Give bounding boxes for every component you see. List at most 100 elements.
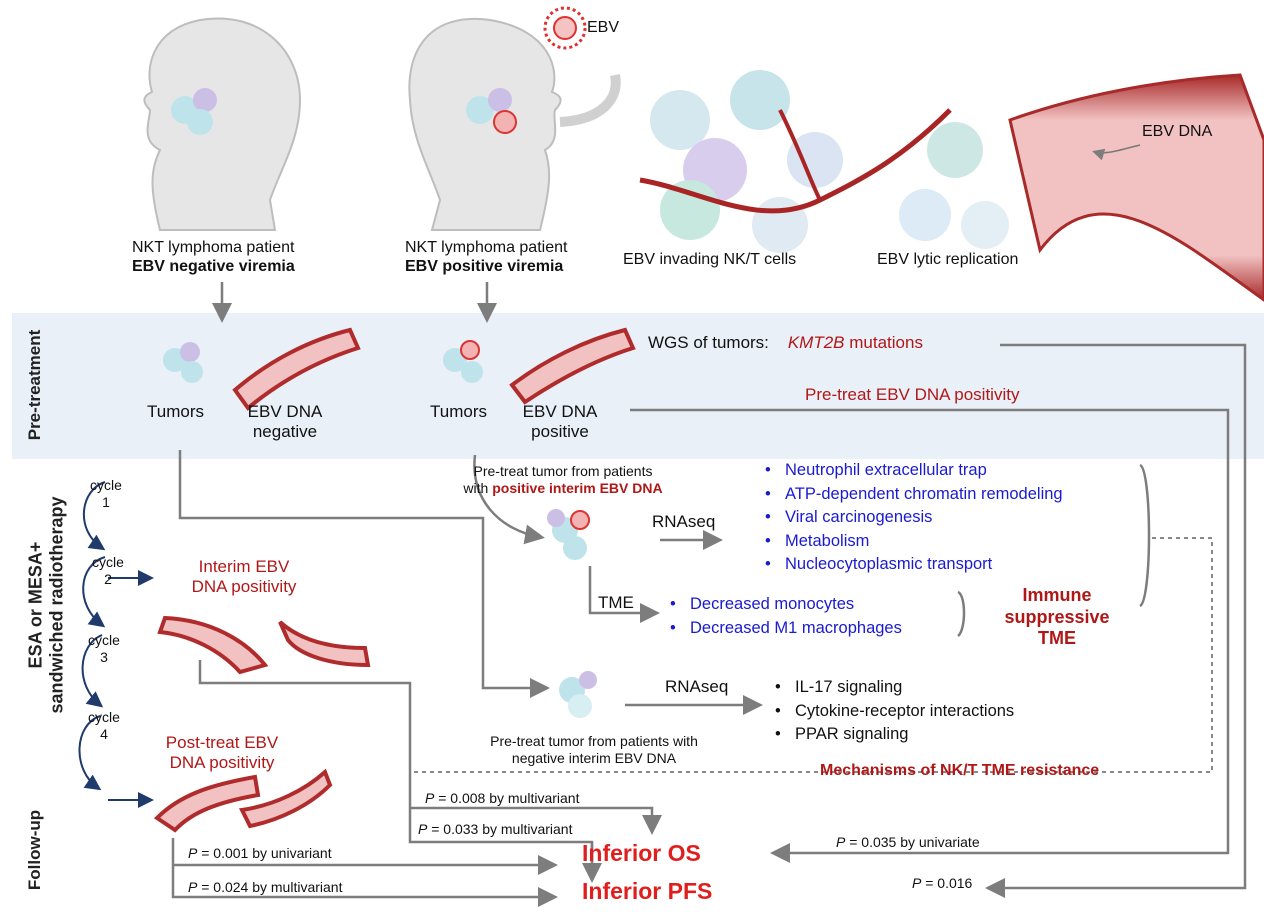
pretreat-positivity: Pre-treat EBV DNA positivity <box>805 385 1020 404</box>
ebv-virus-icon <box>543 6 587 50</box>
p-symbol: P <box>912 875 922 891</box>
patient-label: NKT lymphoma patient <box>132 239 295 256</box>
phase-followup: Follow-up <box>25 809 45 891</box>
ebv-dna-pointer <box>1092 144 1141 161</box>
pathway-item: Nucleocytoplasmic transport <box>765 553 1063 577</box>
stat-pfs-kmt2b: P = 0.016 <box>912 875 972 892</box>
cycle-label: cycle <box>90 477 122 493</box>
pathway-item: Viral carcinogenesis <box>765 506 1063 530</box>
nkt-cells-illustration <box>639 70 1009 253</box>
tumors-positive: Tumors <box>430 402 487 421</box>
posttreat-line2: DNA positivity <box>169 753 275 773</box>
caption-line2: negative interim EBV DNA <box>511 749 677 766</box>
treatment-line1: ESA or MESA+ <box>25 541 46 669</box>
stat-os-interim: P = 0.008 by multivariant <box>425 790 579 807</box>
gene-name: KMT2B <box>787 333 845 352</box>
dna-label: EBV DNA <box>247 402 323 421</box>
cycle-arrows <box>78 481 154 808</box>
tme-finding-item: Decreased M1 macrophages <box>670 617 902 641</box>
stat-pfs-interim: P = 0.033 by multivariant <box>418 821 572 838</box>
treatment-line2: sandwiched radiotherapy <box>46 496 66 714</box>
stat-os-pretreat: P = 0.035 by univariate <box>836 834 980 851</box>
wgs-finding: WGS of tumors: KMT2B mutations <box>648 333 923 353</box>
cycle-number: 4 <box>100 725 108 742</box>
rnaseq-positive: RNAseq <box>652 512 716 531</box>
p-value: = 0.024 by multivariant <box>197 879 343 895</box>
p-symbol: P <box>425 790 435 806</box>
pathway-item: Neutrophil extracellular trap <box>765 459 1063 483</box>
cycle-label: cycle <box>92 554 124 570</box>
tme-finding-item: Decreased monocytes <box>670 593 902 617</box>
infection-arrow <box>559 74 621 127</box>
p-value: = 0.035 by univariate <box>845 834 980 850</box>
tme-label: TME <box>598 593 634 612</box>
posttreat-line1: Post-treat EBV <box>165 733 279 752</box>
p-symbol: P <box>418 821 428 837</box>
wgs-prefix: WGS of tumors: <box>648 333 769 352</box>
caption-line1: Pre-treat tumor from patients <box>473 463 653 479</box>
negative-pathway-list: IL-17 signaling Cytokine-receptor intera… <box>775 676 1014 747</box>
p-value: = 0.008 by multivariant <box>434 790 580 806</box>
rnaseq-negative: RNAseq <box>665 677 729 696</box>
caption-prefix: with <box>463 479 493 496</box>
viremia-status: negative viremia <box>169 258 295 276</box>
p-value: = 0.016 <box>921 875 973 891</box>
p-symbol: P <box>188 845 198 861</box>
pretreatment-band <box>12 313 1264 459</box>
tme-finding-list: Decreased monocytes Decreased M1 macroph… <box>670 593 902 640</box>
viremia-status: positive viremia <box>442 258 564 276</box>
cycle-number: 1 <box>102 493 110 510</box>
pathway-item: Cytokine-receptor interactions <box>775 700 1014 724</box>
caption-highlight: positive interim EBV DNA <box>492 479 663 496</box>
immune-line1: Immune <box>1022 585 1092 605</box>
cycle-number: 3 <box>100 648 108 665</box>
immune-line3: TME <box>1038 628 1076 649</box>
invading-label: EBV invading NK/T cells <box>623 251 797 268</box>
p-symbol: P <box>188 879 198 895</box>
interim-line2: DNA positivity <box>191 577 297 597</box>
pathway-item: Metabolism <box>765 530 1063 554</box>
outcome-inferior-pfs: Inferior PFS <box>582 878 713 904</box>
dna-status: positive <box>531 422 589 442</box>
stat-os-post: P = 0.001 by univariant <box>188 845 332 862</box>
patient-head-positive <box>408 17 562 231</box>
wgs-suffix: mutations <box>844 333 923 352</box>
virus-label: EBV <box>587 19 620 36</box>
ebv-word: EBV <box>132 258 165 276</box>
p-value: = 0.033 by multivariant <box>427 821 573 837</box>
tumor-cluster-icons <box>163 88 597 718</box>
tumors-negative: Tumors <box>147 402 204 421</box>
mechanisms-label: Mechanisms of NK/T TME resistance <box>820 762 1100 779</box>
caption-line1: Pre-treat tumor from patients with <box>490 733 698 749</box>
cycle-label: cycle <box>88 632 120 648</box>
ebv-word: EBV <box>405 258 438 276</box>
patient-label: NKT lymphoma patient <box>405 239 568 256</box>
lytic-label: EBV lytic replication <box>877 251 1019 268</box>
blood-vessel-large <box>1008 73 1264 302</box>
p-value: = 0.001 by univariant <box>197 845 332 861</box>
interim-line1: Interim EBV <box>198 557 290 576</box>
positive-pathway-list: Neutrophil extracellular trap ATP-depend… <box>765 459 1063 577</box>
cycle-number: 2 <box>104 570 112 587</box>
dna-status: negative <box>252 422 318 442</box>
pathway-item: PPAR signaling <box>775 723 1014 747</box>
vessel-segments <box>153 327 636 833</box>
mechanisms-dotted-line <box>410 537 1213 773</box>
pathway-item: ATP-dependent chromatin remodeling <box>765 483 1063 507</box>
stat-pfs-post: P = 0.024 by multivariant <box>188 879 342 896</box>
dna-label: EBV DNA <box>522 402 598 421</box>
ebv-dna-label: EBV DNA <box>1142 123 1213 140</box>
